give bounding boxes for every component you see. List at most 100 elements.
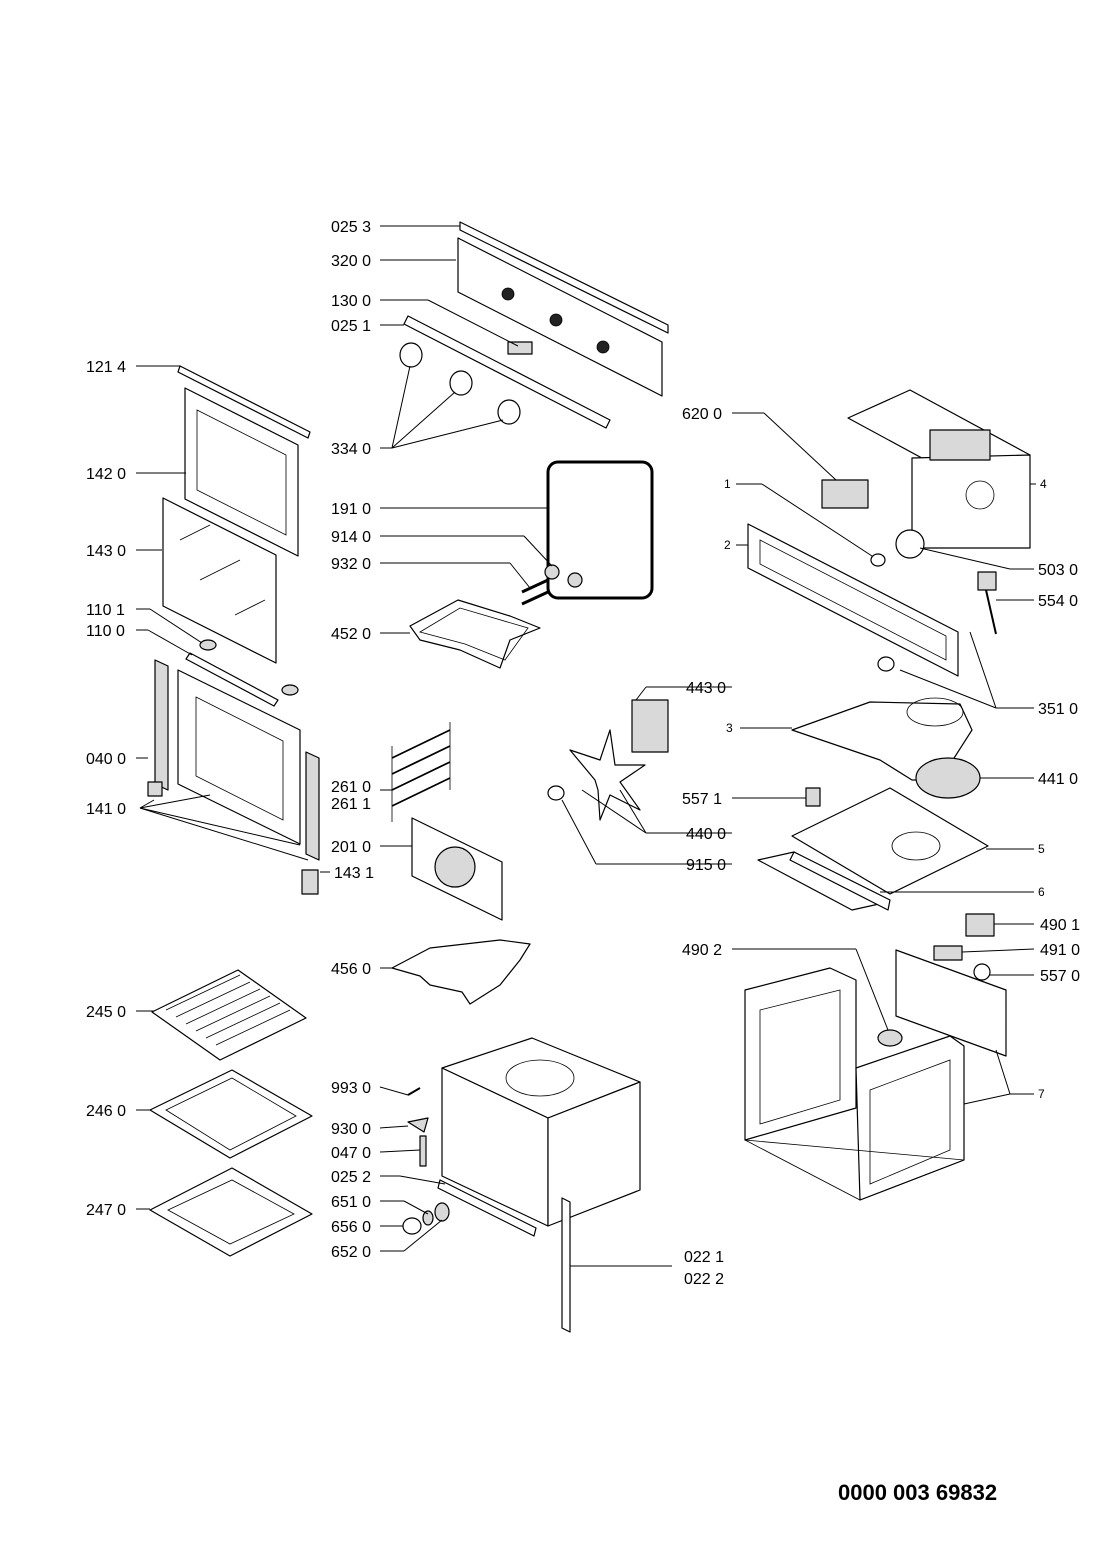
label-4560: 456 0 xyxy=(331,961,371,978)
cooling-fan-part xyxy=(915,757,981,799)
label-9930: 993 0 xyxy=(331,1080,371,1097)
indicator-part xyxy=(870,553,886,567)
leader-lines xyxy=(136,225,1036,1267)
knob-hole-2 xyxy=(549,313,563,327)
label-0221: 022 1 xyxy=(684,1249,724,1266)
timer-module-part xyxy=(821,479,869,509)
fan-grille xyxy=(434,846,476,888)
fan-blade-part xyxy=(569,729,646,821)
label-6200: 620 0 xyxy=(682,406,722,423)
thermostat-part xyxy=(977,571,997,591)
door-bracket-part xyxy=(301,869,319,895)
label-0400: 040 0 xyxy=(86,751,126,768)
right-assembly xyxy=(744,389,1031,1201)
hinge-part xyxy=(147,781,163,797)
lower-heating-element-part xyxy=(391,939,531,1005)
label-1410: 141 0 xyxy=(86,801,126,818)
label-4400: 440 0 xyxy=(686,826,726,843)
label-4410: 441 0 xyxy=(1038,771,1078,788)
label-0470: 047 0 xyxy=(331,1145,371,1162)
label-3: 3 xyxy=(726,721,733,735)
seal-ring-2-part xyxy=(567,572,583,588)
label-1431: 143 1 xyxy=(334,865,374,882)
fan-nut-part xyxy=(547,785,565,801)
label-2010: 201 0 xyxy=(331,839,371,856)
fan-cover-plate-part xyxy=(791,701,973,781)
bracket-part xyxy=(419,1135,427,1167)
label-9320: 932 0 xyxy=(331,556,371,573)
part-labels: 025 3 320 0 130 0 025 1 334 0 121 4 142 … xyxy=(86,219,1080,1288)
hinge-cover-2-part xyxy=(281,684,299,696)
oven-internals xyxy=(149,460,654,1333)
label-5540: 554 0 xyxy=(1038,593,1078,610)
label-1430: 143 0 xyxy=(86,543,126,560)
label-3510: 351 0 xyxy=(1038,701,1078,718)
label-4: 4 xyxy=(1040,477,1047,491)
hinge-cover-part xyxy=(199,639,217,651)
label-1420: 142 0 xyxy=(86,466,126,483)
panel-lower-bar-part xyxy=(403,315,611,429)
shelf-supports-part xyxy=(391,722,451,822)
label-1300: 130 0 xyxy=(331,293,371,310)
label-6510: 651 0 xyxy=(331,1194,371,1211)
door-frame-part xyxy=(177,669,301,845)
label-5570: 557 0 xyxy=(1040,968,1080,985)
label-0222: 022 2 xyxy=(684,1271,724,1288)
panel-switch-part xyxy=(507,341,533,355)
lamp-bulb-part xyxy=(422,1210,434,1226)
motor-part xyxy=(895,529,925,559)
label-7: 7 xyxy=(1038,1087,1045,1101)
label-9300: 930 0 xyxy=(331,1121,371,1138)
label-2450: 245 0 xyxy=(86,1004,126,1021)
inner-door-glass-part xyxy=(162,497,277,664)
clip-part xyxy=(407,1117,429,1133)
label-1: 1 xyxy=(724,477,731,491)
electronics-panel-part xyxy=(911,454,1031,549)
fan-assembly xyxy=(547,699,669,821)
label-3200: 320 0 xyxy=(331,253,371,270)
knob-hole-3 xyxy=(596,340,610,354)
label-2470: 247 0 xyxy=(86,1202,126,1219)
label-5571: 557 1 xyxy=(682,791,722,808)
frame-foot-part xyxy=(877,656,895,672)
label-2611: 261 1 xyxy=(331,796,371,813)
label-1910: 191 0 xyxy=(331,501,371,518)
thermal-switch-part xyxy=(805,787,821,807)
label-4902: 490 2 xyxy=(682,942,722,959)
label-5030: 503 0 xyxy=(1038,562,1078,579)
door-top-profile-part xyxy=(177,365,311,439)
door-assembly xyxy=(147,365,320,895)
label-4901: 490 1 xyxy=(1040,917,1080,934)
door-bottom-profile-part xyxy=(185,652,279,707)
grommet-part xyxy=(877,1029,903,1047)
screw-part xyxy=(407,1087,421,1096)
label-6: 6 xyxy=(1038,885,1045,899)
label-6520: 652 0 xyxy=(331,1244,371,1261)
door-side-rail-left-part xyxy=(154,659,169,791)
front-lower-bar-part xyxy=(437,1179,537,1237)
label-1214: 121 4 xyxy=(86,359,126,376)
deep-tray-part xyxy=(149,1167,313,1257)
control-panel-assembly xyxy=(399,221,669,429)
oven-cavity-part xyxy=(441,1037,641,1227)
label-5: 5 xyxy=(1038,842,1045,856)
lamp-holder-part xyxy=(434,1202,450,1222)
knob-3-part xyxy=(497,399,521,425)
label-4430: 443 0 xyxy=(686,680,726,697)
base-plate-part xyxy=(791,787,989,895)
seal-ring-part xyxy=(544,564,560,580)
label-0253: 025 3 xyxy=(331,219,371,236)
door-gasket-part xyxy=(546,460,654,600)
socket-part xyxy=(965,913,995,937)
thermal-fuse-part xyxy=(973,963,991,981)
front-frame-part xyxy=(747,523,959,677)
label-4520: 452 0 xyxy=(331,626,371,643)
knob-2-part xyxy=(449,370,473,396)
label-2610: 261 0 xyxy=(331,779,371,796)
knob-1-part xyxy=(399,342,423,368)
label-4910: 491 0 xyxy=(1040,942,1080,959)
label-9140: 914 0 xyxy=(331,529,371,546)
label-6560: 656 0 xyxy=(331,1219,371,1236)
lamp-cover-part xyxy=(402,1217,422,1235)
